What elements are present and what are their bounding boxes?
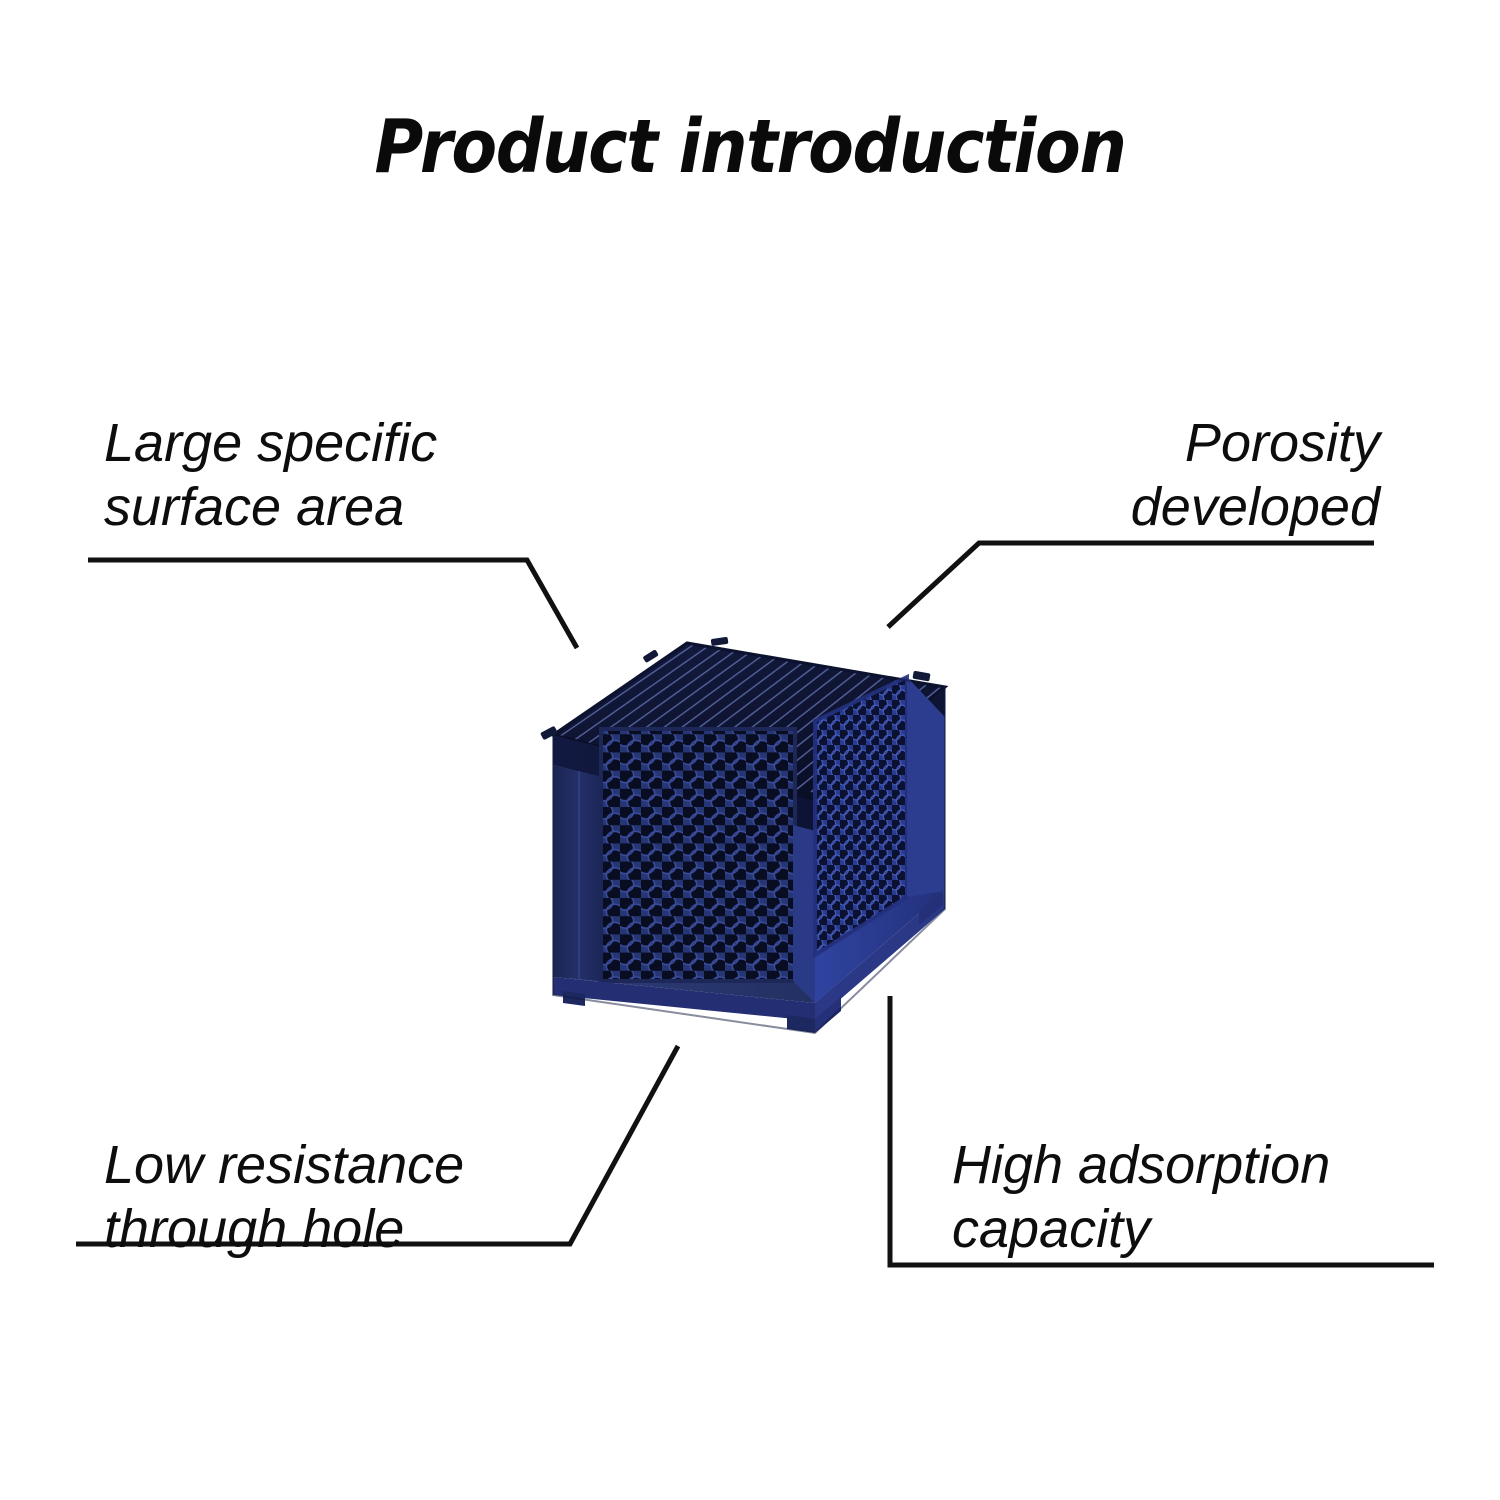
leader-line-top-right <box>886 540 1374 629</box>
top-tab-icon <box>710 637 729 646</box>
front-honeycomb-pores <box>603 731 793 979</box>
product-outline <box>552 641 946 1035</box>
product-base-skirt <box>553 891 945 1033</box>
callout-label-porosity-developed: Porosity developed <box>1130 413 1380 537</box>
product-right-face <box>813 673 945 1003</box>
product-left-pillar <box>553 765 603 981</box>
page-title: Product introduction <box>374 104 1126 190</box>
top-tab-icon <box>643 649 659 663</box>
callout-label-high-adsorption-capacity: High adsorption capacity <box>952 1135 1331 1259</box>
base-foot <box>815 997 841 1033</box>
callout-label-low-resistance-through-hole: Low resistance through hole <box>104 1135 465 1259</box>
callout-label-large-specific-surface-area: Large specific surface area <box>104 413 438 537</box>
top-tab-icon <box>912 670 931 682</box>
base-foot <box>787 1015 815 1033</box>
leader-line-top-left <box>88 557 580 650</box>
top-tab-icon <box>540 726 558 740</box>
product-image <box>515 625 970 1040</box>
product-illustration-svg <box>540 637 949 1035</box>
base-foot <box>919 891 943 925</box>
